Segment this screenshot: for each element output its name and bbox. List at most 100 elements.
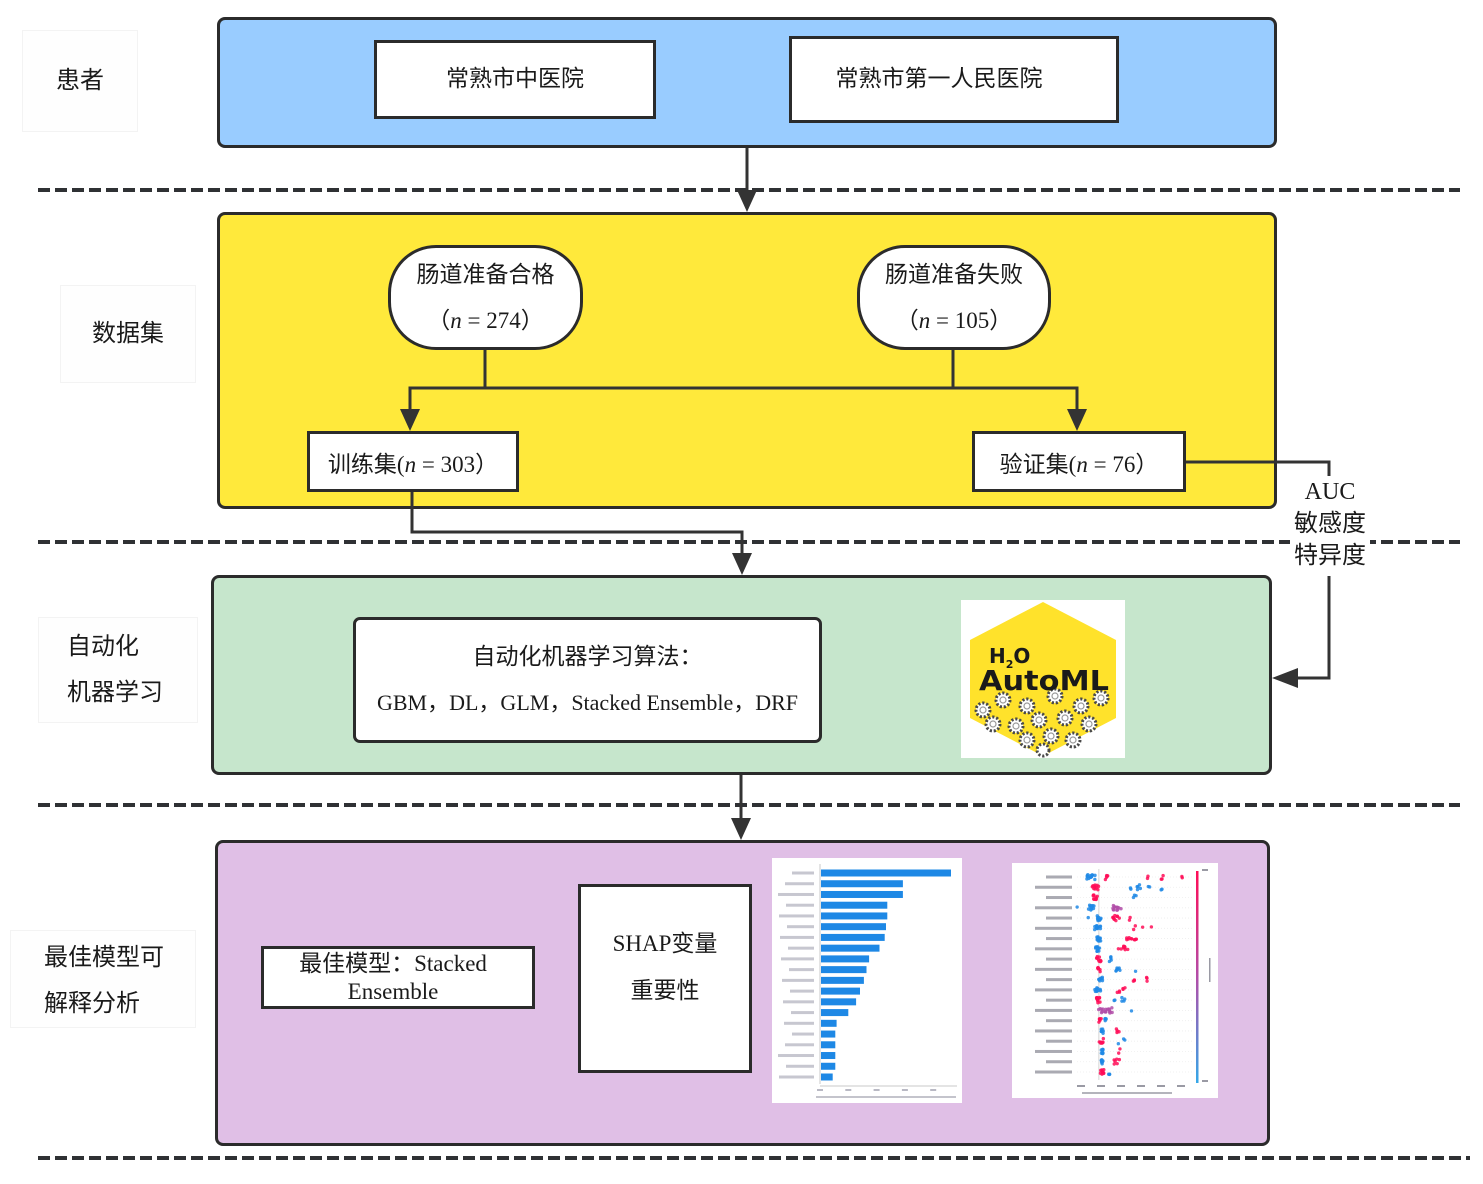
side-label-text: 最佳模型可 xyxy=(44,945,164,971)
importance-bar xyxy=(821,1019,837,1027)
shap-point xyxy=(1128,886,1133,890)
shap-point xyxy=(1123,947,1127,952)
shap-point xyxy=(1138,886,1143,891)
feature-label-illegible xyxy=(1035,1008,1072,1012)
shap-point xyxy=(1094,956,1099,960)
feature-label-illegible xyxy=(787,925,814,929)
evaluation-metrics-label: AUC 敏感度 特异度 xyxy=(1290,476,1370,576)
shap-point xyxy=(1135,885,1139,889)
algorithms-title: 自动化机器学习算法： xyxy=(472,644,703,669)
shap-point xyxy=(1126,947,1130,952)
shap-point xyxy=(1127,918,1132,922)
shap-point xyxy=(1097,1040,1101,1044)
group-adequate-node: 肠道准备合格 （n = 274） xyxy=(388,245,583,350)
feature-label-illegible xyxy=(1035,906,1072,910)
shap-point xyxy=(1145,979,1149,983)
feature-label-illegible xyxy=(1035,1049,1072,1053)
shap-point xyxy=(1098,926,1103,931)
shap-point xyxy=(1122,999,1126,1003)
shap-point xyxy=(1112,998,1116,1003)
shap-point xyxy=(1121,944,1126,948)
importance-bar xyxy=(821,1030,836,1038)
shap-point xyxy=(1133,938,1137,942)
feature-label-illegible xyxy=(791,1011,814,1015)
shap-point xyxy=(1101,1071,1106,1075)
shap-point xyxy=(1117,1057,1122,1062)
feature-label-illegible xyxy=(1046,978,1072,982)
importance-bar xyxy=(821,880,903,888)
shap-point xyxy=(1075,905,1079,909)
logo-automl: AutoML xyxy=(979,664,1109,697)
shap-point xyxy=(1145,976,1149,980)
colorbar-title-illegible xyxy=(1209,958,1211,982)
x-tick-label-illegible xyxy=(1077,1085,1085,1087)
feature-label-illegible xyxy=(1035,1029,1072,1033)
shap-point xyxy=(1146,874,1150,878)
shap-point xyxy=(1135,887,1140,892)
algorithms-list: GBM，DL，GLM，Stacked Ensemble，DRF xyxy=(376,690,799,715)
feature-label-illegible xyxy=(792,871,814,875)
feature-label-illegible xyxy=(1035,885,1072,889)
shap-point xyxy=(1123,1038,1127,1042)
x-axis-title-illegible xyxy=(816,1096,956,1098)
side-label-text: 机器学习 xyxy=(67,680,163,706)
metric-specificity: 特异度 xyxy=(1294,543,1366,569)
arrow-left-icon xyxy=(1272,668,1298,688)
h2o-automl-logo: H2O AutoML xyxy=(961,600,1125,758)
feature-label-illegible xyxy=(786,1064,814,1068)
x-tick-label-illegible xyxy=(930,1089,937,1091)
shap-point xyxy=(1098,1071,1103,1075)
shap-point xyxy=(1097,1017,1102,1021)
feature-label-illegible xyxy=(1035,926,1072,930)
shap-point xyxy=(1117,916,1121,920)
shap-importance-node: SHAP变量 重要性 xyxy=(578,884,752,1073)
shap-point xyxy=(1160,877,1164,881)
colorbar xyxy=(1196,871,1199,1083)
shap-point xyxy=(1147,885,1152,889)
side-label-dataset: 数据集 xyxy=(60,285,196,383)
x-tick-label-illegible xyxy=(817,1089,823,1091)
shap-point xyxy=(1110,1006,1114,1010)
shap-point xyxy=(1100,1040,1104,1044)
shap-point xyxy=(1103,1010,1108,1014)
validation-set-node: 验证集(n = 76） xyxy=(972,431,1186,492)
shap-point xyxy=(1116,1042,1121,1046)
importance-bar xyxy=(821,976,864,984)
logo-h2o: H2O xyxy=(989,644,1030,671)
arrow-down-icon xyxy=(737,190,757,212)
shap-point xyxy=(1108,1010,1112,1014)
importance-bar xyxy=(821,912,888,920)
shap-point xyxy=(1109,958,1113,962)
x-tick-label-illegible xyxy=(845,1089,852,1091)
x-tick-label-illegible xyxy=(901,1089,908,1091)
shap-point xyxy=(1097,946,1102,950)
group-title: 肠道准备合格 xyxy=(416,261,555,287)
best-model-node: 最佳模型：Stacked Ensemble xyxy=(261,946,535,1009)
x-tick-label-illegible xyxy=(1117,1085,1125,1087)
importance-bar xyxy=(821,944,880,952)
shap-point xyxy=(1107,1072,1112,1076)
shap-point xyxy=(1103,1007,1108,1012)
feature-label-illegible xyxy=(1046,896,1072,900)
shap-point xyxy=(1096,887,1100,892)
shap-point xyxy=(1092,884,1096,888)
shap-point xyxy=(1131,895,1136,900)
shap-line: SHAP变量 xyxy=(612,930,718,956)
colorbar-low-label-illegible xyxy=(1202,1080,1208,1082)
shap-beeswarm-chart-svg xyxy=(1035,869,1211,1094)
arrow-down-icon xyxy=(731,818,751,840)
shap-point xyxy=(1098,969,1102,974)
importance-bar xyxy=(821,1052,836,1060)
shap-point xyxy=(1101,1029,1105,1033)
shap-point xyxy=(1095,949,1099,954)
feature-label-illegible xyxy=(783,1000,814,1004)
importance-bar xyxy=(821,933,885,941)
shap-beeswarm-chart xyxy=(1012,863,1218,1098)
shap-point xyxy=(1107,1007,1111,1011)
feature-label-illegible xyxy=(1035,947,1072,951)
shap-point xyxy=(1089,875,1094,879)
hospital-name: 常熟市中医院 xyxy=(446,65,584,91)
shap-point xyxy=(1098,924,1103,928)
importance-bar xyxy=(821,955,870,963)
shap-point xyxy=(1095,924,1099,928)
